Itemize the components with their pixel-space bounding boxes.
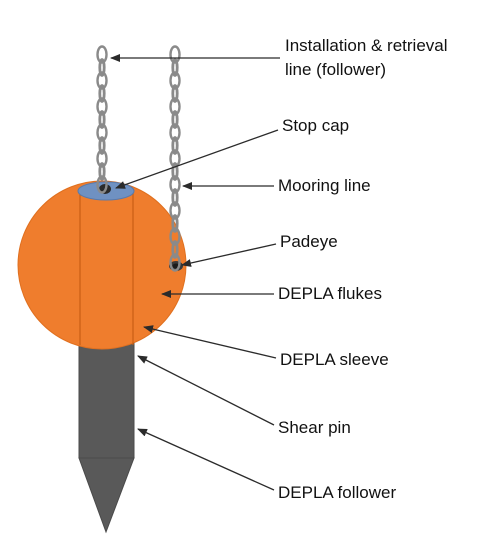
follower-body	[78, 334, 135, 459]
chain-link	[98, 110, 106, 129]
chain-link	[169, 227, 181, 246]
chain-link	[171, 84, 179, 103]
arrow-shear-pin	[137, 355, 275, 426]
arrow-stop-cap	[115, 129, 279, 189]
chain-link	[169, 201, 181, 220]
chain-link	[171, 214, 179, 233]
chain-link	[169, 123, 181, 142]
label-stop-cap: Stop cap	[282, 116, 350, 135]
chain-link	[98, 136, 106, 155]
chain-link	[169, 97, 181, 116]
label-sleeve: DEPLA sleeve	[280, 350, 389, 369]
label-flukes: DEPLA flukes	[278, 284, 382, 303]
arrow-follower	[137, 428, 275, 491]
label-follower: DEPLA follower	[278, 483, 397, 502]
chain-link	[171, 188, 179, 207]
arrow-sleeve	[143, 325, 277, 359]
mooring-chain	[169, 45, 181, 272]
chain-link	[98, 58, 106, 77]
chain-link	[171, 240, 179, 259]
chain-link	[169, 175, 181, 194]
depla-flukes-shape	[17, 180, 187, 350]
label-mooring-line: Mooring line	[278, 176, 371, 195]
label-installation-line: Installation & retrieval line (follower)	[285, 34, 448, 82]
chain-link	[171, 136, 179, 155]
label-installation-line-2: line (follower)	[285, 60, 387, 79]
label-padeye: Padeye	[280, 232, 338, 251]
chain-link	[96, 123, 108, 142]
chain-link	[169, 45, 181, 64]
chain-link	[171, 58, 179, 77]
installation-chain	[96, 45, 108, 194]
chain-link	[96, 97, 108, 116]
chain-link	[96, 175, 108, 194]
chain-link	[171, 162, 179, 181]
chain-link	[96, 45, 108, 64]
label-installation-line-1: Installation & retrieval	[285, 36, 448, 55]
chain-link	[96, 149, 108, 168]
follower-tip	[78, 457, 135, 534]
chain-link	[169, 71, 181, 90]
chain-link	[98, 162, 106, 181]
arrow-padeye	[181, 243, 277, 267]
chain-link	[98, 84, 106, 103]
chain-link	[169, 253, 181, 272]
label-shear-pin: Shear pin	[278, 418, 351, 437]
chain-link	[96, 71, 108, 90]
chain-link	[171, 110, 179, 129]
